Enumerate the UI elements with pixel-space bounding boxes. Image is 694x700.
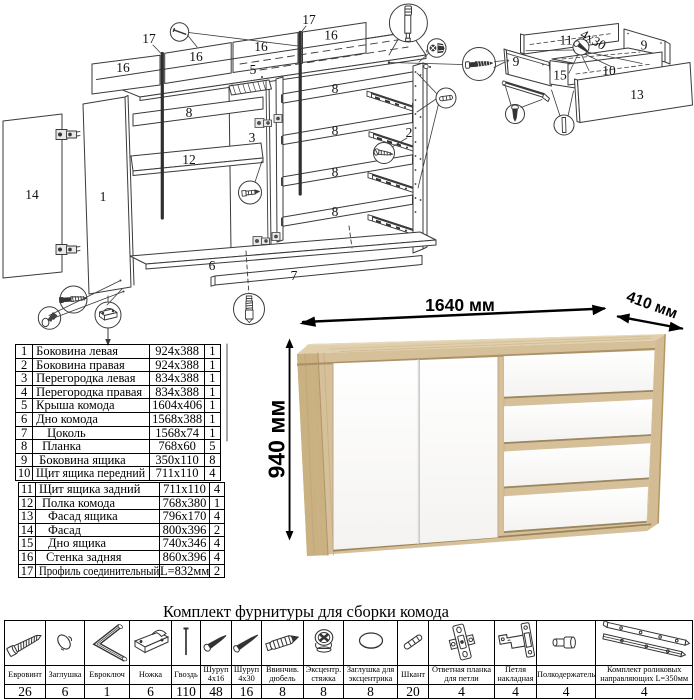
svg-text:8: 8 (186, 105, 193, 120)
svg-text:8: 8 (332, 165, 339, 180)
svg-text:1640 мм: 1640 мм (425, 295, 495, 315)
svg-text:9: 9 (641, 38, 648, 53)
svg-text:8: 8 (332, 204, 339, 219)
svg-text:2: 2 (406, 125, 413, 140)
svg-text:14: 14 (25, 187, 39, 202)
svg-text:16: 16 (189, 49, 203, 64)
svg-text:12: 12 (182, 152, 196, 167)
svg-text:16: 16 (324, 28, 338, 43)
svg-text:13: 13 (630, 87, 644, 102)
svg-text:7: 7 (291, 268, 298, 283)
svg-text:3: 3 (249, 130, 256, 145)
svg-text:17: 17 (302, 12, 316, 27)
svg-text:8: 8 (332, 123, 339, 138)
svg-text:6: 6 (209, 258, 216, 273)
svg-text:10: 10 (602, 63, 616, 78)
svg-text:5: 5 (250, 62, 257, 77)
svg-text:15: 15 (553, 68, 567, 83)
svg-text:11: 11 (560, 33, 573, 48)
svg-text:16: 16 (254, 39, 268, 54)
svg-text:9: 9 (513, 54, 520, 69)
svg-text:17: 17 (142, 31, 156, 46)
svg-text:1: 1 (100, 189, 107, 204)
svg-text:940 мм: 940 мм (264, 400, 290, 479)
svg-text:8: 8 (332, 81, 339, 96)
svg-text:410 мм: 410 мм (624, 288, 680, 322)
svg-text:16: 16 (116, 60, 130, 75)
